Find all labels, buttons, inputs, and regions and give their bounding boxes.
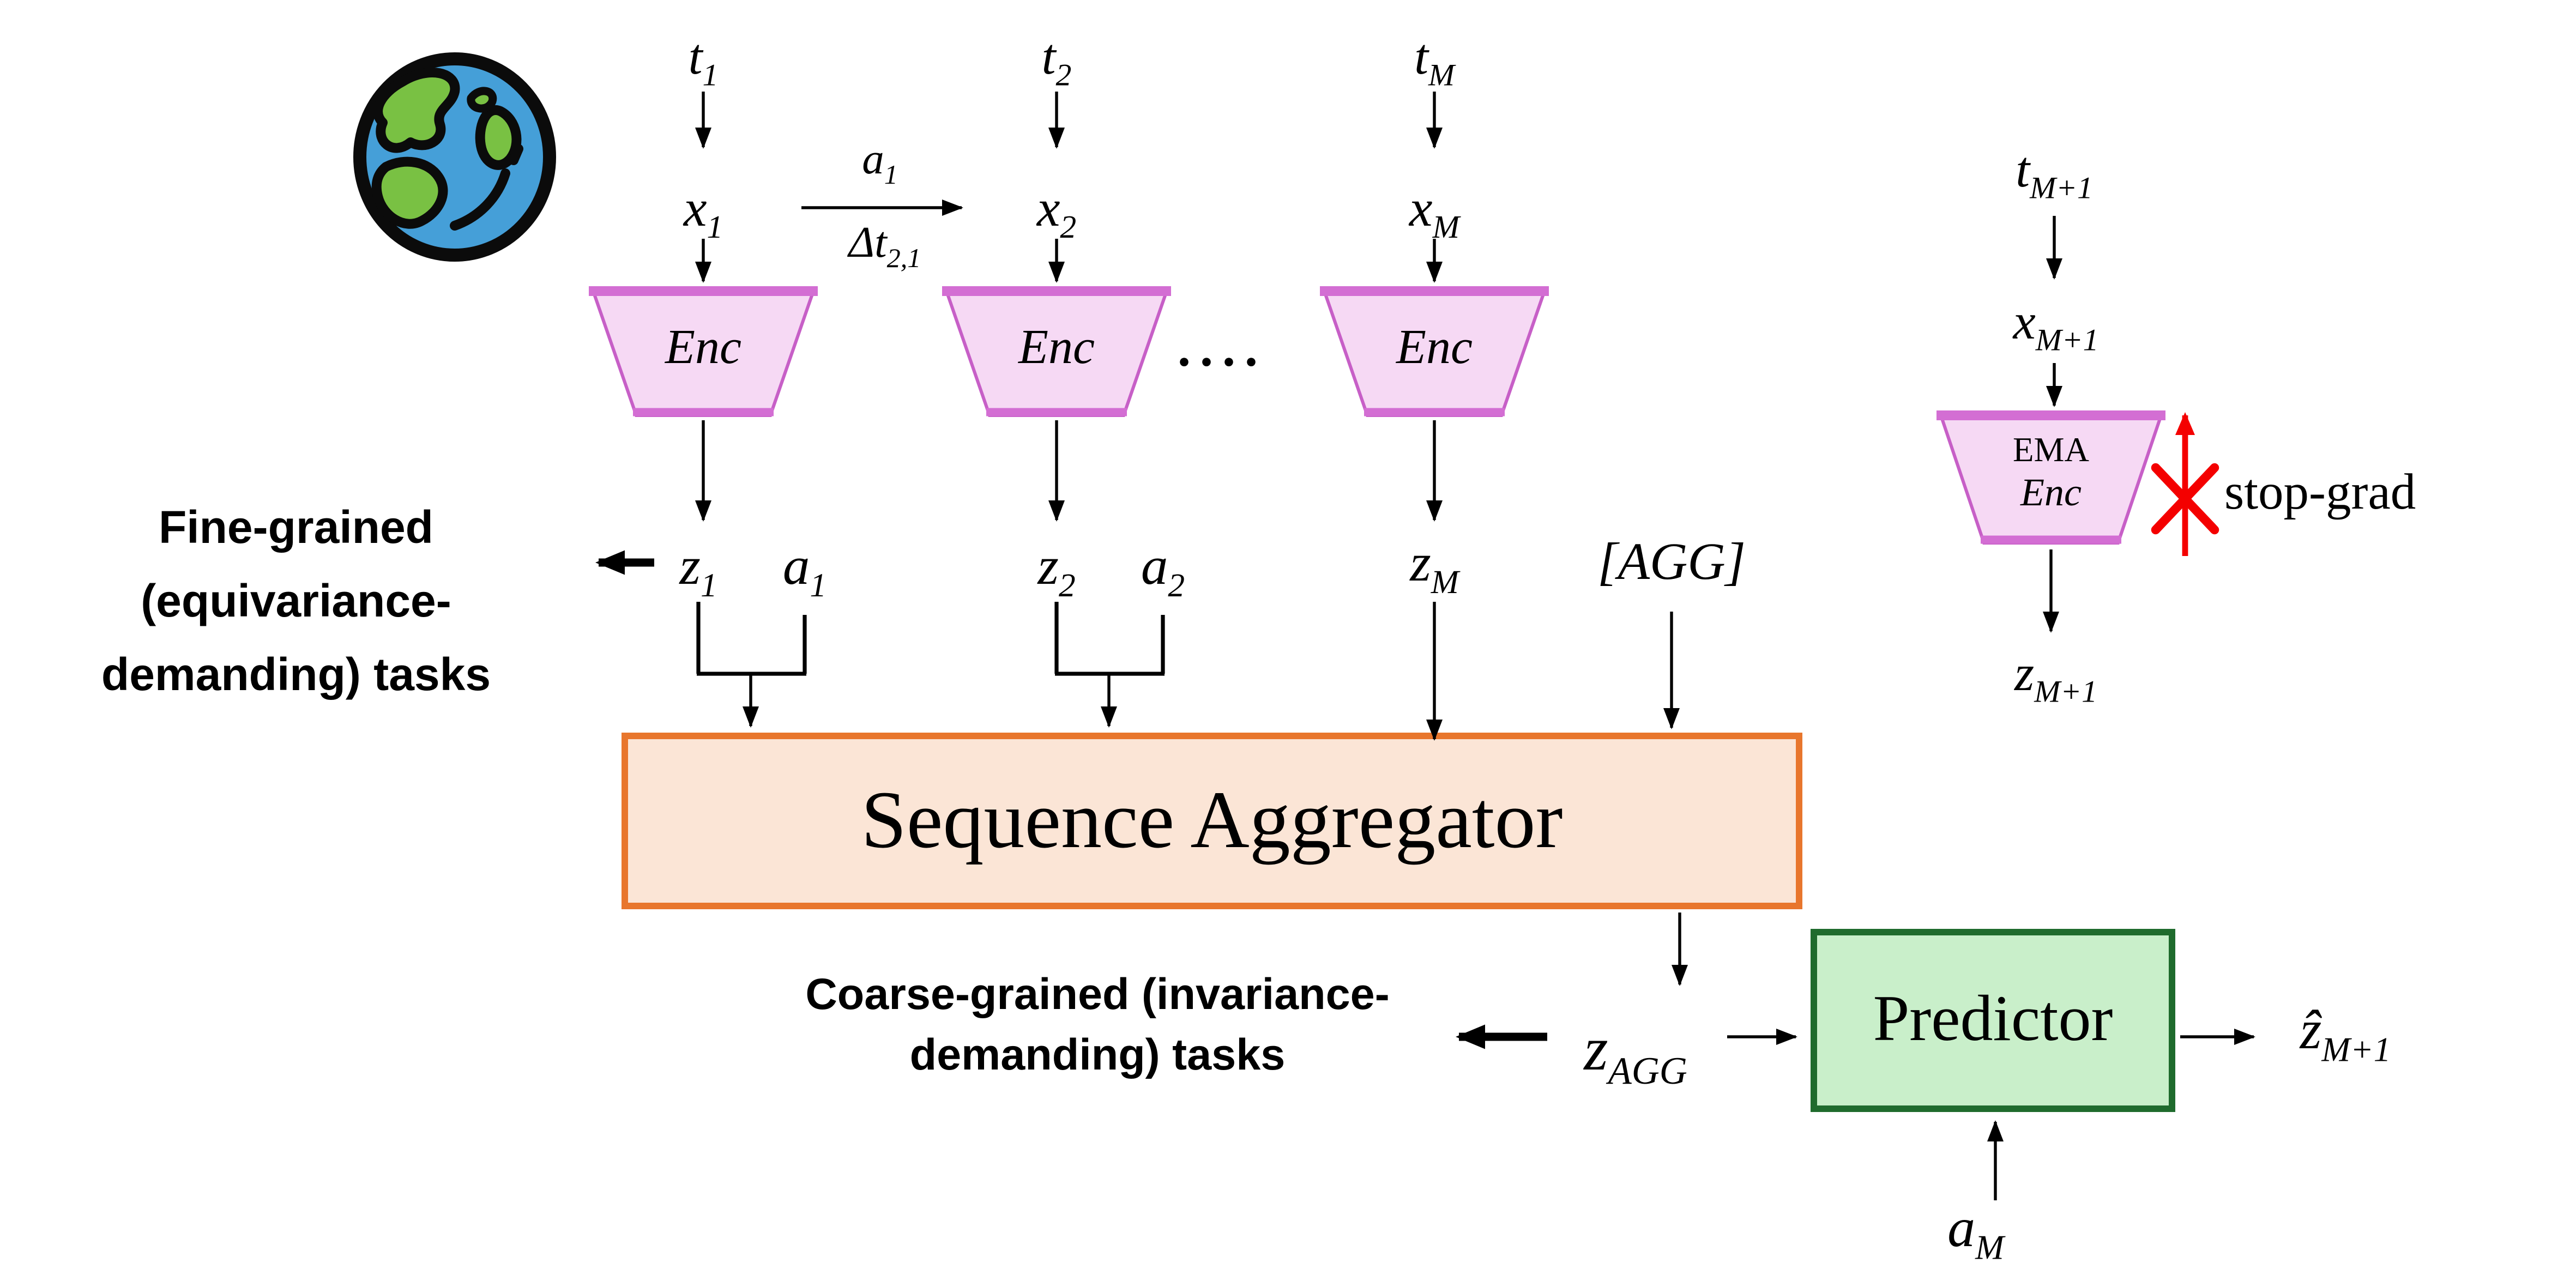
label-x2: x2	[1036, 178, 1077, 246]
label-delta-t21: Δt2,1	[848, 217, 921, 274]
label-tM: tM	[1414, 28, 1455, 94]
z2-a2-bracket	[1054, 602, 1165, 676]
label-action-a1: a1	[862, 134, 898, 191]
label-a2: a2	[1141, 538, 1185, 605]
ellipsis-dots: ····	[1175, 332, 1265, 391]
label-a-M: aM	[1947, 1199, 2004, 1267]
label-x-M1: xM+1	[2013, 293, 2099, 359]
label-z-M1: zM+1	[2014, 644, 2097, 710]
z1-a1-bracket	[696, 602, 807, 676]
fine-grained-tasks-text: Fine-grained (equivariance- demanding) t…	[101, 502, 491, 700]
stop-grad-label: stop-grad	[2224, 463, 2416, 520]
coarse-grained-tasks-text: Coarse-grained (invariance- demanding) t…	[805, 970, 1390, 1079]
label-a1: a1	[782, 538, 827, 605]
label-z-agg: zAGG	[1584, 1016, 1687, 1093]
label-t-M1: tM+1	[2016, 141, 2093, 207]
label-t2: t2	[1041, 28, 1072, 94]
label-agg-token: [AGG]	[1597, 531, 1746, 590]
encoder-1-label: Enc	[665, 321, 741, 374]
sequence-aggregator-box: Sequence Aggregator	[622, 733, 1802, 909]
predictor-box: Predictor	[1811, 929, 2175, 1112]
label-z1: z1	[679, 538, 717, 605]
label-zM: zM	[1410, 535, 1459, 601]
label-z-hat-M1: ẑM+1	[2300, 1001, 2391, 1070]
earth-icon	[353, 52, 556, 262]
label-xM: xM	[1409, 178, 1460, 246]
ema-encoder-label: EMA Enc	[2012, 430, 2090, 515]
predictor-label: Predictor	[1873, 981, 2113, 1055]
stop-grad-icon	[2151, 412, 2219, 556]
encoder-3-label: Enc	[1396, 321, 1473, 374]
sequence-aggregator-label: Sequence Aggregator	[861, 774, 1563, 865]
label-z2: z2	[1037, 538, 1076, 605]
encoder-2-label: Enc	[1018, 321, 1095, 374]
label-x1: x1	[683, 178, 723, 246]
label-t1: t1	[688, 28, 719, 94]
